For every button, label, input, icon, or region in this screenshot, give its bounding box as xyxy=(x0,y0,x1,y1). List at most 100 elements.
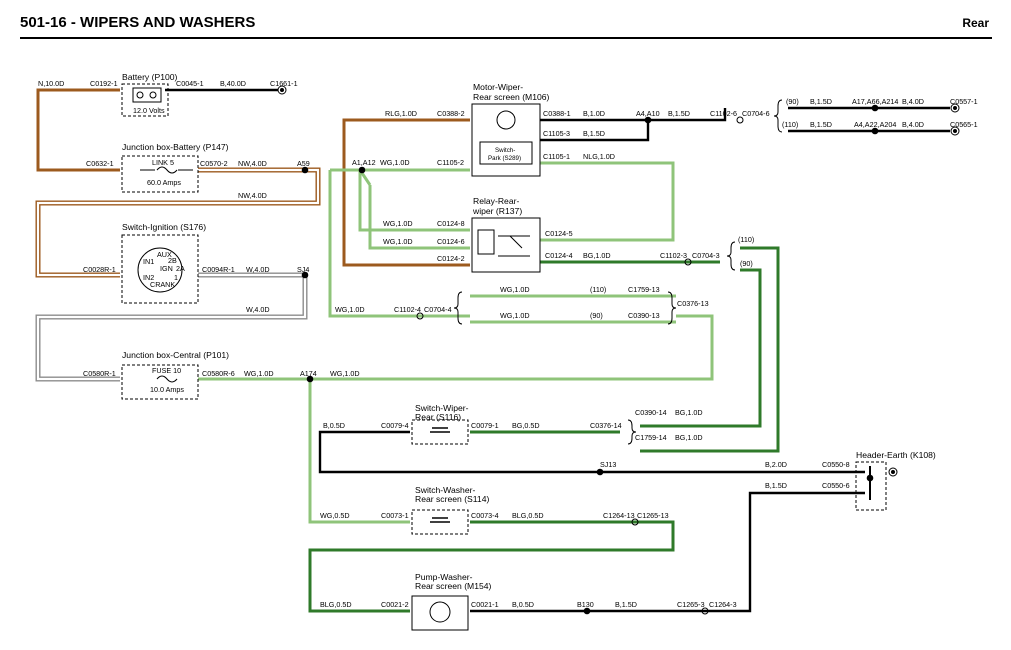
label-c1264-3: C1264-3 xyxy=(709,600,737,609)
label-b15-p: B,1.5D xyxy=(615,600,637,609)
ignition-ign: IGN xyxy=(160,264,173,273)
earth-terminal-c0557 xyxy=(950,103,960,113)
label-rlg1: RLG,1.0D xyxy=(385,109,417,118)
label-w4-a: W,4.0D xyxy=(246,265,270,274)
junction-box-central xyxy=(121,364,199,400)
label-b4-90: B,4.0D xyxy=(902,97,924,106)
splice-a4a22 xyxy=(871,127,879,135)
label-wg05: WG,0.5D xyxy=(320,511,350,520)
switch-ignition xyxy=(121,234,199,304)
label-a1a12: A1,A12 xyxy=(352,158,376,167)
label-c0079-1: C0079-1 xyxy=(471,421,499,430)
label-a4a22: A4,A22,A204 xyxy=(854,120,896,129)
wire-black-motor2 xyxy=(540,120,650,142)
label-c0021-1: C0021-1 xyxy=(471,600,499,609)
pump-title-2: Rear screen (M154) xyxy=(415,581,492,591)
label-c0124-8: C0124-8 xyxy=(437,219,465,228)
pump-title-1: Pump-Washer- xyxy=(415,572,473,582)
jb-central-rating: 10.0 Amps xyxy=(150,385,184,394)
label-wg1-90: WG,1.0D xyxy=(500,311,530,320)
splice-a174 xyxy=(306,375,314,383)
ignition-in1: IN1 xyxy=(143,257,154,266)
wire-black-pump xyxy=(470,491,865,613)
label-bg1-r: BG,1.0D xyxy=(583,251,611,260)
label-p90: (90) xyxy=(590,311,603,320)
label-c0388-2: C0388-2 xyxy=(437,109,465,118)
section-label: Rear xyxy=(962,16,989,30)
label-c0557-1: C0557-1 xyxy=(950,97,978,106)
label-blg05-b: BLG,0.5D xyxy=(320,600,352,609)
label-c0073-1: C0073-1 xyxy=(381,511,409,520)
wire-black-motor xyxy=(540,108,727,122)
label-b2: B,2.0D xyxy=(765,460,787,469)
label-b4-110: B,4.0D xyxy=(902,120,924,129)
label-wg1-110: WG,1.0D xyxy=(500,285,530,294)
label-sj13: SJ13 xyxy=(600,460,616,469)
brace-c0376-13 xyxy=(667,291,677,325)
label-c0028r-1: C0028R-1 xyxy=(83,265,116,274)
label-c0021-2: C0021-2 xyxy=(381,600,409,609)
splices xyxy=(301,104,879,615)
label-b05: B,0.5D xyxy=(323,421,345,430)
wire-wg-washer xyxy=(308,379,410,524)
wire-black-b05 xyxy=(318,430,865,474)
brace-c0376-14 xyxy=(627,419,637,445)
ignition-1: 1 xyxy=(174,273,178,282)
ignition-aux: AUX xyxy=(157,250,172,259)
jb-central-fuse: FUSE 10 xyxy=(152,366,181,375)
label-c1759-13: C1759-13 xyxy=(628,285,660,294)
label-c0124-5: C0124-5 xyxy=(545,229,573,238)
wire-bg-90 xyxy=(640,268,762,428)
component-titles: Battery (P100) 12.0 Volts Junction box-B… xyxy=(122,72,936,591)
label-c0094r-1: C0094R-1 xyxy=(202,265,235,274)
label-c0376-14: C0376-14 xyxy=(590,421,622,430)
wire-brown-battery xyxy=(36,88,120,172)
label-c0565-1: C0565-1 xyxy=(950,120,978,129)
wires xyxy=(35,88,950,613)
label-l110: (110) xyxy=(782,120,798,129)
label-wg1-a174: WG,1.0D xyxy=(330,369,360,378)
label-c0390-13: C0390-13 xyxy=(628,311,660,320)
brace-c0704-3 xyxy=(726,241,736,271)
battery-p100 xyxy=(121,83,169,117)
motor-title-1: Motor-Wiper- xyxy=(473,82,523,92)
label-c0124-4: C0124-4 xyxy=(545,251,573,260)
label-bg1-b: BG,1.0D xyxy=(675,433,703,442)
motor-wiper-rear xyxy=(471,103,541,177)
label-c0580r-6: C0580R-6 xyxy=(202,369,235,378)
label-b15-90: B,1.5D xyxy=(810,97,832,106)
splice-a1a12 xyxy=(358,166,366,174)
label-c1759-14: C1759-14 xyxy=(635,433,667,442)
label-c0192-1: C0192-1 xyxy=(90,79,118,88)
earth-terminal-c0565 xyxy=(950,126,960,136)
earth-terminal-c1661 xyxy=(277,85,287,95)
label-n10: N,10.0D xyxy=(38,79,64,88)
label-c0124-6: C0124-6 xyxy=(437,237,465,246)
label-b130: B130 xyxy=(577,600,594,609)
label-b40: B,40.0D xyxy=(220,79,246,88)
components xyxy=(121,83,960,631)
motor-switch-1: Switch- xyxy=(495,147,515,154)
sw-washer-title-1: Switch-Washer- xyxy=(415,485,475,495)
label-c0570-2: C0570-2 xyxy=(200,159,228,168)
splice-b130 xyxy=(583,607,591,615)
label-wg1-c1102-4: WG,1.0D xyxy=(335,305,365,314)
page-header: 501-16 - WIPERS AND WASHERS Rear xyxy=(0,0,1011,42)
connector-c1264-13 xyxy=(631,518,639,526)
label-c0704-4: C0704-4 xyxy=(424,305,452,314)
jb-battery-fuse: LINK 5 xyxy=(152,158,174,167)
label-c0045-1: C0045-1 xyxy=(176,79,204,88)
wire-nw-inner xyxy=(36,168,320,277)
battery-voltage: 12.0 Volts xyxy=(133,106,165,115)
label-r110: (110) xyxy=(738,235,754,244)
splice-a59 xyxy=(301,166,309,174)
wire-wg-r6 xyxy=(368,185,470,250)
label-a4a10: A4,A10 xyxy=(636,109,660,118)
label-a17: A17,A66,A214 xyxy=(852,97,898,106)
header-earth xyxy=(855,461,898,511)
splice-earth xyxy=(866,474,874,482)
label-c1265-3: C1265-3 xyxy=(677,600,705,609)
label-r90: (90) xyxy=(740,259,753,268)
switch-washer-rear xyxy=(411,509,469,535)
